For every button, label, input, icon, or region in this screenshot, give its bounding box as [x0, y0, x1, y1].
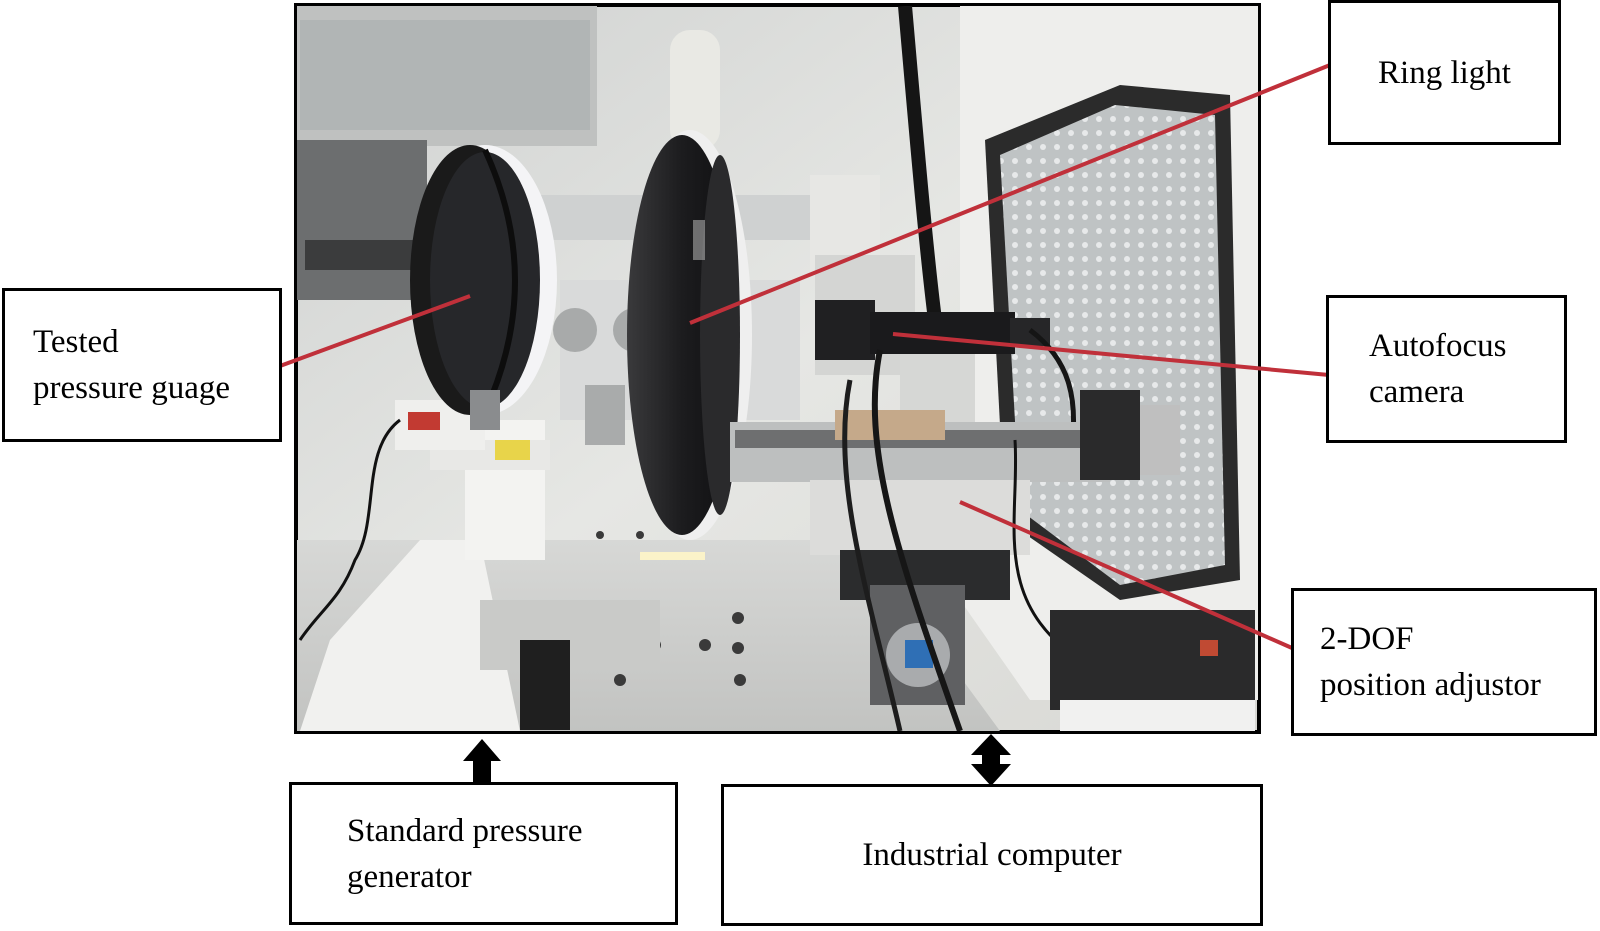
leader-line-position-adjustor: [959, 500, 1293, 650]
label-tested-gauge-line2: pressure guage: [33, 370, 231, 406]
arrow-bidirectional-computer-icon: [971, 734, 1011, 786]
label-pressure-generator-line2: generator: [347, 858, 472, 895]
label-autofocus-camera: Autofocus camera: [1326, 295, 1567, 443]
label-position-adjustor-line2: position adjustor: [1320, 667, 1541, 703]
label-ring-light-text: Ring light: [1378, 54, 1511, 91]
leader-line-ring-light: [689, 63, 1331, 325]
label-standard-pressure-generator: Standard pressure generator: [289, 782, 678, 925]
label-ring-light: Ring light: [1328, 0, 1561, 145]
label-tested-pressure-gauge: Tested pressure guage: [2, 288, 282, 442]
label-industrial-computer-text: Industrial computer: [862, 837, 1122, 873]
leader-line-autofocus-camera: [892, 332, 1330, 377]
label-tested-gauge-line1: Tested: [33, 324, 119, 360]
label-industrial-computer: Industrial computer: [721, 784, 1263, 926]
label-position-adjustor: 2-DOF position adjustor: [1291, 588, 1597, 736]
label-autofocus-camera-line1: Autofocus: [1369, 328, 1507, 364]
arrow-up-from-generator-icon: [463, 739, 501, 783]
label-position-adjustor-line1: 2-DOF: [1320, 621, 1414, 657]
label-autofocus-camera-line2: camera: [1369, 374, 1465, 410]
leader-line-tested-gauge: [279, 294, 471, 368]
label-pressure-generator-line1: Standard pressure: [347, 812, 583, 849]
